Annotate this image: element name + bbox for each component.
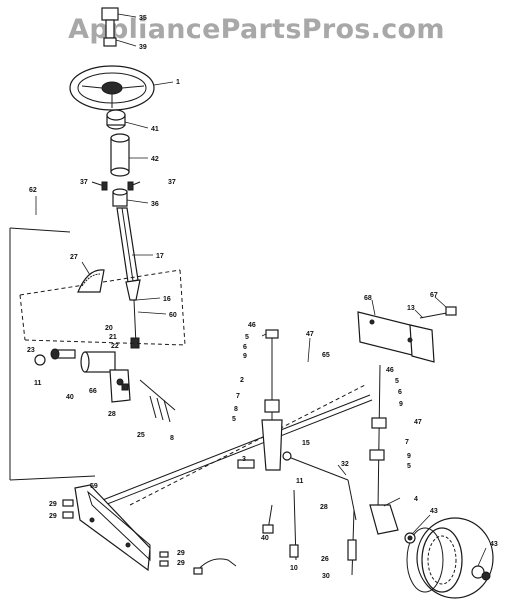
callout: 21 (109, 334, 117, 341)
tie-rod (89, 384, 373, 511)
callout: 6 (243, 344, 247, 351)
callout: 30 (322, 573, 330, 580)
callout: 40 (261, 535, 269, 542)
right-spindle (369, 364, 399, 535)
callout: 67 (430, 292, 438, 299)
callout: 47 (414, 419, 422, 426)
callout: 29 (49, 501, 57, 508)
callout: 62 (29, 187, 37, 194)
callout: 41 (151, 126, 159, 133)
callout: 13 (407, 305, 415, 312)
front-bracket (357, 306, 457, 363)
callout: 5 (245, 334, 249, 341)
callout: 3 (242, 456, 246, 463)
callout: 17 (156, 253, 164, 260)
callout: 5 (232, 416, 236, 423)
callout: 11 (34, 380, 42, 387)
callout: 16 (163, 296, 171, 303)
axle-plate (62, 484, 169, 572)
callout: 2 (240, 377, 244, 384)
callout: 22 (111, 343, 119, 350)
callout: 8 (170, 435, 174, 442)
callout: 60 (169, 312, 177, 319)
callout: 42 (151, 156, 159, 163)
callout: 46 (248, 322, 256, 329)
callout: 15 (302, 440, 310, 447)
callout: 5 (395, 378, 399, 385)
callout: 1 (176, 79, 180, 86)
callout: 7 (236, 393, 240, 400)
front-wheel (404, 517, 494, 599)
steering-shaft (116, 207, 141, 349)
steering-bushing (106, 109, 126, 130)
callout: 5 (407, 463, 411, 470)
callout: 11 (296, 478, 304, 485)
callout: 28 (108, 411, 116, 418)
callout: 59 (90, 483, 98, 490)
callout: 23 (27, 347, 35, 354)
callout: 9 (407, 453, 411, 460)
callout: 68 (364, 295, 372, 302)
callout: 9 (243, 353, 247, 360)
sector-gear (77, 269, 105, 293)
column-coupler (112, 188, 128, 207)
callout: 7 (405, 439, 409, 446)
left-spindle (237, 329, 283, 471)
callout: 26 (321, 556, 329, 563)
pinion-assembly (34, 348, 176, 423)
callout: 32 (341, 461, 349, 468)
callout: 29 (177, 560, 185, 567)
callout: 43 (430, 508, 438, 515)
callout: 9 (399, 401, 403, 408)
callout: 27 (70, 254, 78, 261)
callout: 40 (66, 394, 74, 401)
callout: 20 (105, 325, 113, 332)
steering-wheel (69, 65, 155, 111)
pivot-bolt (262, 504, 274, 534)
callout: 25 (137, 432, 145, 439)
callout: 6 (398, 389, 402, 396)
callout: 29 (49, 513, 57, 520)
bolts-37 (91, 181, 141, 191)
callout: 28 (320, 504, 328, 511)
callout: 29 (177, 550, 185, 557)
callout: 65 (322, 352, 330, 359)
leader-lines (35, 13, 487, 567)
callout: 37 (80, 179, 88, 186)
callout: 4 (414, 496, 418, 503)
callout: 47 (306, 331, 314, 338)
column-sleeve (110, 133, 130, 177)
lower-link (193, 558, 237, 575)
callout: 10 (290, 565, 298, 572)
callout: 43 (490, 541, 498, 548)
callout: 37 (168, 179, 176, 186)
callout-labels: 35 39 1 41 42 37 37 36 62 27 17 16 60 20… (27, 15, 498, 580)
callout: 8 (234, 406, 238, 413)
steering-cap (101, 7, 119, 47)
callout: 36 (151, 201, 159, 208)
callout: 35 (139, 15, 147, 22)
callout: 39 (139, 44, 147, 51)
callout: 66 (89, 388, 97, 395)
callout: 46 (386, 367, 394, 374)
drag-link (282, 451, 357, 576)
